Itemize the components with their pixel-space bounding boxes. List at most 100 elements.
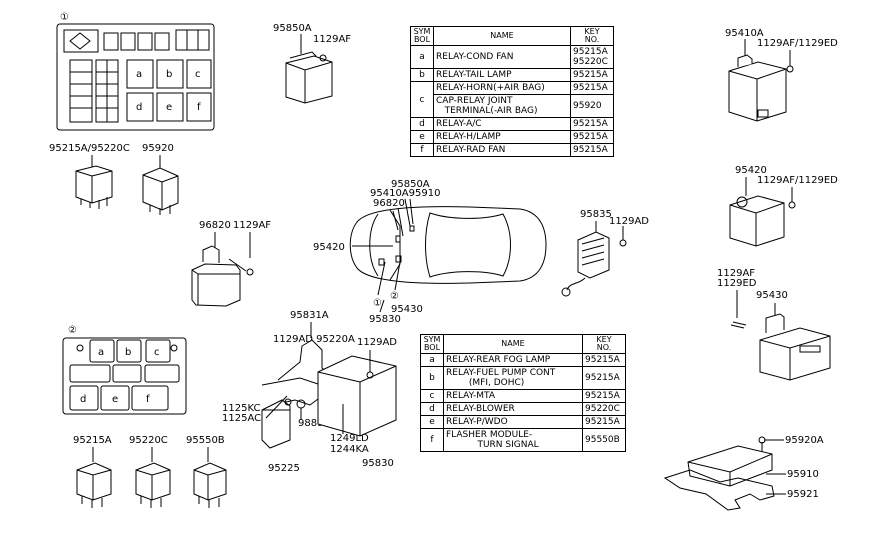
label-1129af-a: 1129AF [313,34,351,45]
table2-key: 95220C [582,402,626,416]
part-95550b-bottom: 95550B [186,435,227,508]
label-1249ld: 1249LD [330,433,369,444]
table2-key: 95215A [582,415,626,429]
table1-name: RELAY-HORN(+AIR BAG) [433,81,571,95]
table2-key: 95550B [582,428,626,452]
label-95910: 95910 [787,469,819,480]
label-96820-center: 96820 [373,198,405,209]
box1-cell-b: b [166,69,172,80]
label-1129af-c: 1129AF [717,268,755,279]
table1-sym: a [410,45,434,69]
label-96820: 96820 [199,220,231,231]
part-95831a-95830: 95831A 1129AD 95220A 1129AD 1125KC 1125A… [222,310,397,474]
table2-name: FLASHER MODULE- TURN SIGNAL [443,428,583,452]
part-95220c-bottom: 95220C [129,435,171,508]
box2-cell-f: f [146,394,150,405]
label-95430: 95430 [756,290,788,301]
marker-2-center: ② [390,291,399,302]
table1-name: RELAY-RAD FAN [433,143,571,157]
label-95831a: 95831A [290,310,329,321]
table1-sym: f [410,143,434,157]
table2-sym: f [420,428,444,452]
box2-cell-a: a [98,347,104,358]
table1-name: RELAY-COND FAN [433,45,571,69]
table2-sym: c [420,389,444,403]
label-1125ac: 1125AC [222,413,261,424]
box2-marker: ② [68,325,77,336]
table2-sym: a [420,353,444,367]
label-1129ad-b: 1129AD [357,337,397,348]
label-1129ed-c: 1129ED [717,278,757,289]
table2-name: RELAY-FUEL PUMP CONT (MFI, DOHC) [443,366,583,390]
table1-head-sym: SYM BOL [410,26,434,46]
label-95920: 95920 [142,143,174,154]
label-95410a: 95410A [725,28,764,39]
label-95920a: 95920A [785,435,824,446]
part-95410a: 95410A 1129AF/1129ED [725,28,838,122]
part-95215a-95220c: 95215A/95220C [49,143,130,209]
label-95835: 95835 [580,209,612,220]
table1-sym: c [410,81,434,118]
table2-key: 95215A [582,353,626,367]
table2-head-name: NAME [443,334,583,354]
label-95420: 95420 [735,165,767,176]
label-1129ad-a: 1129AD [609,216,649,227]
label-95420-center: 95420 [313,242,345,253]
table1-key: 95215A [570,143,614,157]
table1-head-name: NAME [433,26,571,46]
table1-key: 95215A [570,130,614,144]
table1-key: 95215A [570,117,614,131]
box2-cell-d: d [80,394,86,405]
box1-marker: ① [60,12,69,23]
label-95921: 95921 [787,489,819,500]
box1-cell-d: d [136,102,142,113]
label-1129af-1129ed-a: 1129AF/1129ED [757,38,838,49]
part-95835: 95835 1129AD [561,209,649,297]
table2-key: 95215A [582,389,626,403]
label-95430-center: 95430 [391,304,423,315]
marker-1-center: ① [373,298,382,309]
table2-head-key: KEY NO. [582,334,626,354]
vehicle-outline: 95850A 95410A95910 96820 95420 ① ② 95430… [313,179,547,325]
part-95920: 95920 [142,143,179,215]
table1-key: 95920 [570,94,614,118]
box2-cell-e: e [112,394,118,405]
table1-key: 95215A [570,68,614,82]
label-95215a-95220c: 95215A/95220C [49,143,130,154]
label-95410a-95910-center: 95410A95910 [370,188,440,199]
label-1129af-1129ed-b: 1129AF/1129ED [757,175,838,186]
label-95830-center: 95830 [369,314,401,325]
table1-name: RELAY-A/C [433,117,571,131]
label-95830: 95830 [362,458,394,469]
table2-name: RELAY-MTA [443,389,583,403]
label-95220c: 95220C [129,435,168,446]
label-95215a: 95215A [73,435,112,446]
part-95921-bracket: 95920A 95910 95921 [663,435,824,511]
table1-sym: e [410,130,434,144]
table1-name: CAP-RELAY JOINT TERMINAL(-AIR BAG) [433,94,571,118]
relay-box-2: ② a b c d e f [62,325,187,415]
table1-key: 95215A 95220C [570,45,614,69]
box1-cell-f: f [197,102,201,113]
table2-name: RELAY-P/WDO [443,415,583,429]
label-95550b: 95550B [186,435,225,446]
label-1129ad-95220a: 1129AD 95220A [273,334,355,345]
relay-box-1: ① a b c d e f [56,12,215,131]
part-95850a: 95850A 1129AF [273,23,351,104]
label-98890: 98890 [298,418,330,429]
label-95225: 95225 [268,463,300,474]
table2-sym: e [420,415,444,429]
label-1129af-b: 1129AF [233,220,271,231]
table2-sym: d [420,402,444,416]
box2-cell-b: b [125,347,131,358]
part-95420: 95420 1129AF/1129ED [729,165,838,247]
label-1244ka: 1244KA [330,444,369,455]
table1-sym: b [410,68,434,82]
label-95850a: 95850A [273,23,312,34]
box1-cell-e: e [166,102,172,113]
table1-name: RELAY-TAIL LAMP [433,68,571,82]
box2-cell-c: c [154,347,160,358]
